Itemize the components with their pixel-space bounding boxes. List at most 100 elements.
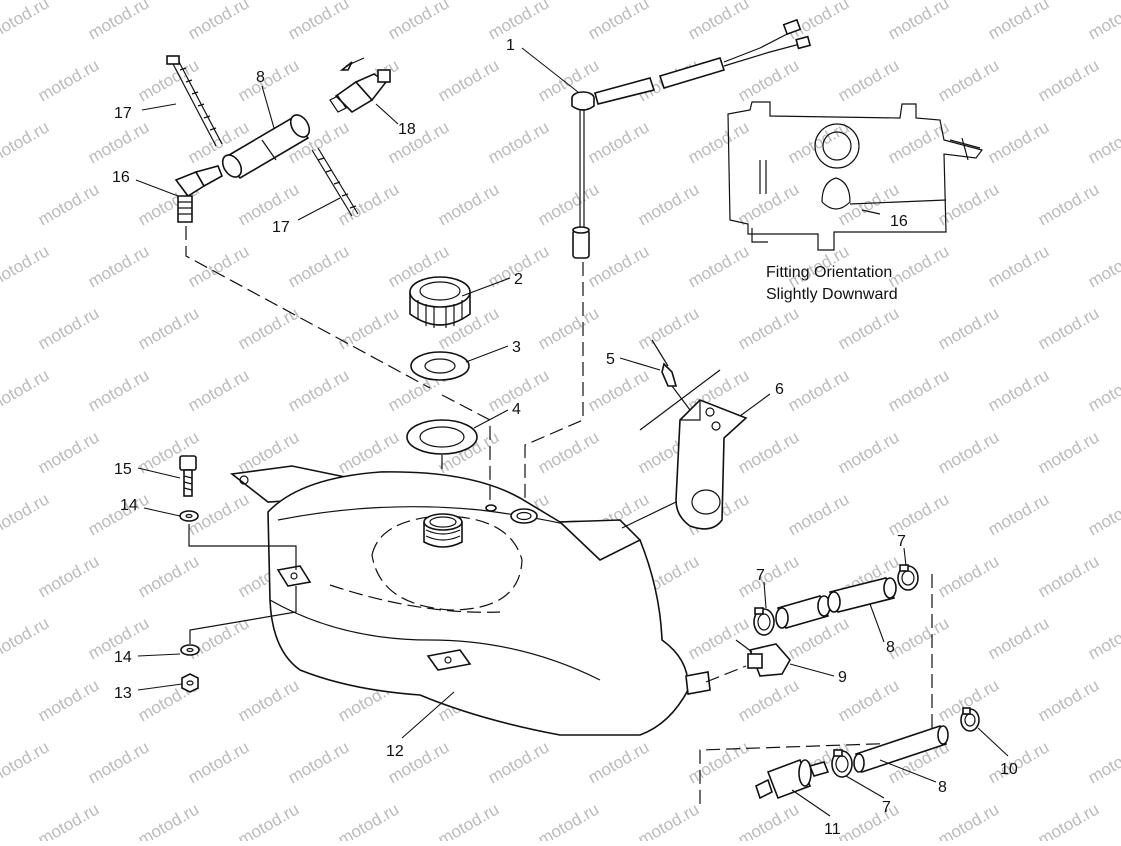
callout-8-top: 8	[256, 69, 265, 86]
watermark-text: motod.ru	[735, 179, 803, 229]
fuel-tank-part	[230, 465, 711, 736]
callout-12: 12	[386, 743, 404, 760]
watermark-text: motod.ru	[585, 0, 653, 43]
watermark-text: motod.ru	[235, 55, 303, 105]
watermark-text: motod.ru	[385, 117, 453, 167]
fitting-orientation-inset	[727, 101, 984, 251]
callout-8-right: 8	[886, 639, 895, 656]
watermark-text: motod.ru	[885, 365, 953, 415]
elbow-fitting-part	[735, 639, 791, 677]
inset-note-line1: Fitting Orientation	[766, 264, 892, 281]
watermark-text: motod.ru	[1035, 427, 1103, 477]
vent-clamp-part-lower	[311, 147, 359, 217]
watermark-text: motod.ru	[0, 489, 52, 539]
watermark-text: motod.ru	[435, 179, 503, 229]
watermark-text: motod.ru	[85, 241, 153, 291]
watermark-text: motod.ru	[1035, 179, 1103, 229]
hose-clamp-part-c	[831, 749, 853, 778]
watermark-text: motod.ru	[735, 799, 803, 841]
watermark-text: motod.ru	[985, 737, 1053, 787]
watermark-text: motod.ru	[1035, 799, 1103, 841]
watermark-text: motod.ru	[485, 117, 553, 167]
watermark-text: motod.ru	[1085, 365, 1121, 415]
watermark-text: motod.ru	[735, 551, 803, 601]
callout-8-lower: 8	[938, 779, 947, 796]
watermark-text: motod.ru	[35, 179, 103, 229]
watermark-text: motod.ru	[985, 0, 1053, 43]
watermark-text: motod.ru	[285, 737, 353, 787]
watermark-text: motod.ru	[335, 303, 403, 353]
fuel-sender-part	[524, 18, 812, 510]
watermark-text: motod.ru	[335, 799, 403, 841]
watermark-text: motod.ru	[35, 303, 103, 353]
watermark-text: motod.ru	[0, 0, 52, 43]
watermark-text: motod.ru	[0, 365, 52, 415]
watermark-text: motod.ru	[535, 179, 603, 229]
callout-2: 2	[514, 271, 523, 288]
watermark-text: motod.ru	[135, 551, 203, 601]
watermark-text: motod.ru	[235, 675, 303, 725]
gas-cap-part	[409, 276, 471, 328]
callout-4: 4	[512, 401, 521, 418]
watermark-text: motod.ru	[1085, 737, 1121, 787]
watermark-text: motod.ru	[0, 613, 52, 663]
check-valve-part	[329, 57, 391, 114]
tank-bracket-part	[621, 369, 748, 530]
watermark-text: motod.ru	[535, 427, 603, 477]
watermark-text: motod.ru	[435, 799, 503, 841]
watermark-text: motod.ru	[35, 427, 103, 477]
callout-6: 6	[775, 381, 784, 398]
watermark-text: motod.ru	[385, 0, 453, 43]
callout-3: 3	[512, 339, 521, 356]
watermark-text: motod.ru	[285, 365, 353, 415]
watermark-text: motod.ru	[1035, 303, 1103, 353]
inset-note-line2: Slightly Downward	[766, 286, 898, 303]
callout-7-right: 7	[897, 533, 906, 550]
callout-1: 1	[506, 37, 515, 54]
watermark-text: motod.ru	[1085, 117, 1121, 167]
watermark-text: motod.ru	[85, 0, 153, 43]
callout-14-upper: 14	[120, 497, 138, 514]
watermark-text: motod.ru	[985, 241, 1053, 291]
watermark-text: motod.ru	[1035, 551, 1103, 601]
watermark-text: motod.ru	[935, 303, 1003, 353]
watermark-text: motod.ru	[235, 303, 303, 353]
watermark-text: motod.ru	[1085, 613, 1121, 663]
watermark-text: motod.ru	[235, 799, 303, 841]
watermark-text: motod.ru	[635, 303, 703, 353]
watermark-text: motod.ru	[735, 675, 803, 725]
watermark-text: motod.ru	[835, 303, 903, 353]
watermark-text: motod.ru	[535, 799, 603, 841]
watermark-text: motod.ru	[0, 241, 52, 291]
callout-labels: 1 2 3 4 5 6 7 7 7 8 8 8 9 10 11 12 13 14…	[112, 37, 1018, 838]
watermark-text: motod.ru	[785, 365, 853, 415]
watermark-text: motod.ru	[85, 737, 153, 787]
callout-10: 10	[1000, 761, 1018, 778]
vent-fitting-part	[174, 165, 224, 223]
hose-clamp-part-d	[960, 707, 980, 732]
hose-clamp-part-b	[897, 564, 919, 591]
watermark-text: motod.ru	[835, 55, 903, 105]
callout-9: 9	[838, 669, 847, 686]
watermark-text: motod.ru	[0, 117, 52, 167]
watermark-text: motod.ru	[735, 303, 803, 353]
watermark-text: motod.ru	[0, 737, 52, 787]
watermark-text: motod.ru	[235, 179, 303, 229]
watermark-text: motod.ru	[935, 799, 1003, 841]
watermark-text: motod.ru	[35, 675, 103, 725]
tank-strap-part	[651, 339, 691, 411]
watermark-text: motod.ru	[885, 241, 953, 291]
watermark-text: motod.ru	[935, 55, 1003, 105]
callout-5: 5	[606, 351, 615, 368]
washer-part-upper	[179, 510, 199, 522]
watermark-text: motod.ru	[685, 0, 753, 43]
watermark-text: motod.ru	[585, 737, 653, 787]
watermark-text: motod.ru	[585, 117, 653, 167]
watermark-text: motod.ru	[185, 737, 253, 787]
watermark-text: motod.ru	[185, 365, 253, 415]
watermark-text: motod.ru	[485, 737, 553, 787]
watermark-text: motod.ru	[535, 303, 603, 353]
bolt-part	[179, 455, 197, 497]
watermark-text: motod.ru	[585, 365, 653, 415]
